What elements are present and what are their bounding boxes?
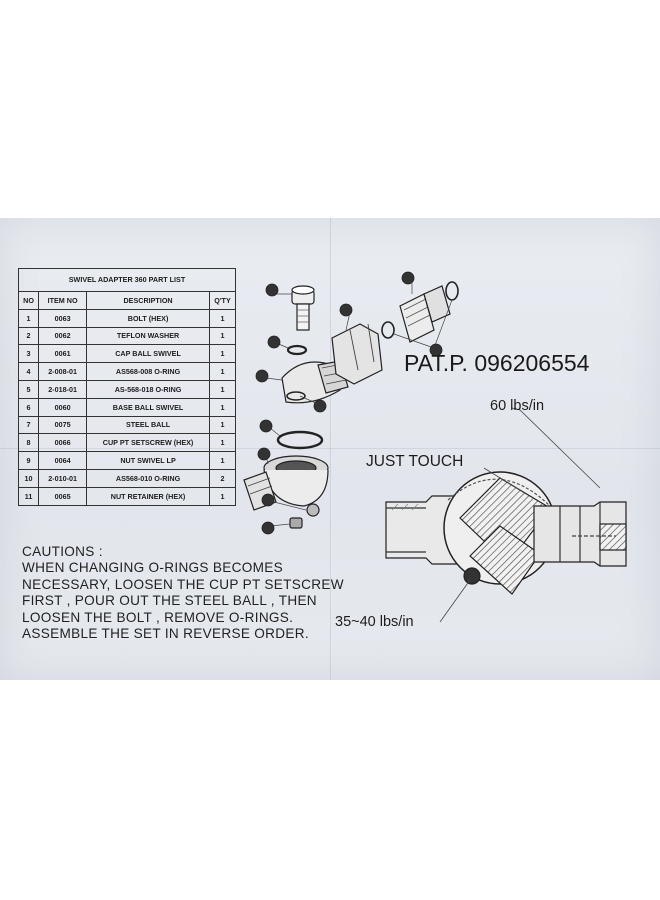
cell-qty: 1	[208, 415, 237, 435]
exploded-assembly-drawing	[243, 271, 627, 623]
cell-no: 11	[17, 486, 40, 506]
callout-8: 8	[266, 523, 270, 530]
callout-7: 7	[266, 495, 270, 502]
cell-qty: 1	[208, 362, 237, 381]
callout-labels: 1 2 3 4 5 6 7 8 9 10 11	[0, 218, 660, 680]
cross-section-diagram	[385, 407, 627, 623]
cell-description: AS568-010 O-RING	[86, 468, 210, 488]
callout-10: 10	[432, 345, 440, 352]
cell-qty: 1	[208, 397, 237, 417]
setscrew-part	[289, 517, 303, 529]
callout-3: 3	[260, 371, 264, 378]
patent-number: PAT.P. 096206554	[404, 350, 590, 376]
cell-no: 6	[17, 397, 40, 417]
fold-line-horizontal	[0, 448, 660, 449]
cell-description: BOLT (HEX)	[86, 308, 210, 328]
cell-qty: 1	[208, 379, 237, 399]
cell-item-no: 2-010-01	[38, 468, 88, 488]
callout-5: 5	[264, 421, 268, 428]
cell-no: 7	[17, 415, 40, 435]
cell-no: 5	[17, 379, 40, 399]
parts-list-header-row: NO ITEM NO DESCRIPTION Q'TY	[17, 291, 237, 310]
cell-no: 10	[17, 468, 40, 488]
cell-qty: 1	[208, 486, 237, 506]
fold-line-vertical	[330, 218, 331, 680]
label-just-touch: JUST TOUCH	[366, 453, 464, 470]
cell-qty: 1	[208, 308, 237, 328]
cautions-line: WHEN CHANGING O-RINGS BECOMES	[22, 560, 283, 576]
cell-description: AS568-008 O-RING	[86, 362, 210, 381]
steel-ball-part	[306, 503, 320, 517]
label-60-lbs: 60 lbs/in	[490, 398, 545, 414]
cell-no: 8	[17, 433, 40, 453]
cell-qty: 2	[208, 468, 237, 488]
parts-list-title: SWIVEL ADAPTER 360 PART LIST	[18, 268, 236, 291]
cell-item-no: 0064	[38, 451, 88, 470]
o-ring-5	[276, 430, 324, 450]
o-ring-10a	[381, 321, 395, 339]
bolt-part	[291, 285, 315, 331]
cautions-line: LOOSEN THE BOLT , REMOVE O-RINGS.	[22, 609, 294, 625]
label-35-40-lbs: 35~40 lbs/in	[335, 614, 414, 630]
parts-list-table: SWIVEL ADAPTER 360 PART LIST NO ITEM NO …	[17, 268, 237, 506]
cell-qty: 1	[208, 433, 237, 453]
callout-4: 4	[318, 401, 322, 408]
header-no: NO	[17, 291, 40, 310]
cell-description: CUP PT SETSCREW (HEX)	[86, 433, 210, 453]
header-description: DESCRIPTION	[86, 291, 210, 310]
cell-description: AS-568-018 O-RING	[86, 379, 210, 399]
callout-1: 1	[270, 285, 274, 292]
cell-item-no: 0062	[38, 326, 88, 346]
callout-6: 6	[262, 449, 266, 456]
cell-no: 1	[17, 308, 40, 328]
nut-swivel-part	[331, 323, 383, 385]
cautions-line: CAUTIONS :	[22, 544, 103, 559]
callout-2: 2	[272, 337, 276, 344]
cell-qty: 1	[208, 451, 237, 470]
cell-item-no: 0065	[38, 486, 88, 506]
cell-qty: 1	[208, 344, 237, 364]
cell-item-no: 0060	[38, 397, 88, 417]
cell-item-no: 0063	[38, 308, 88, 328]
cell-item-no: 0061	[38, 344, 88, 364]
header-qty: Q'TY	[208, 291, 237, 310]
cell-description: CAP BALL SWIVEL	[86, 344, 210, 364]
cautions-line: FIRST , POUR OUT THE STEEL BALL , THEN	[22, 593, 317, 609]
cell-qty: 1	[208, 326, 237, 346]
cell-description: NUT RETAINER (HEX)	[86, 486, 210, 506]
cell-no: 2	[17, 326, 40, 346]
cell-description: STEEL BALL	[86, 415, 210, 435]
cell-description: BASE BALL SWIVEL	[86, 397, 210, 417]
cautions-line: NECESSARY, LOOSEN THE CUP PT SETSCREW	[22, 576, 344, 592]
cell-item-no: 0075	[38, 415, 88, 435]
cautions-text: CAUTIONS : WHEN CHANGING O-RINGS BECOMES…	[22, 544, 344, 642]
o-ring-4	[286, 391, 306, 401]
callout-11: 11	[404, 273, 411, 280]
cell-no: 9	[17, 451, 40, 470]
header-item-no: ITEM NO	[38, 291, 88, 310]
cell-item-no: 2-008-01	[38, 362, 88, 381]
cell-description: NUT SWIVEL LP	[86, 451, 210, 470]
cell-description: TEFLON WASHER	[86, 326, 210, 346]
callout-9: 9	[344, 305, 348, 312]
nut-retainer-part	[399, 285, 451, 343]
teflon-washer-part	[286, 344, 308, 356]
cautions-line: ASSEMBLE THE SET IN REVERSE ORDER.	[22, 626, 309, 642]
cell-item-no: 0066	[38, 433, 88, 453]
cell-no: 3	[17, 344, 40, 364]
cell-no: 4	[17, 362, 40, 381]
cell-item-no: 2-018-01	[38, 379, 88, 399]
